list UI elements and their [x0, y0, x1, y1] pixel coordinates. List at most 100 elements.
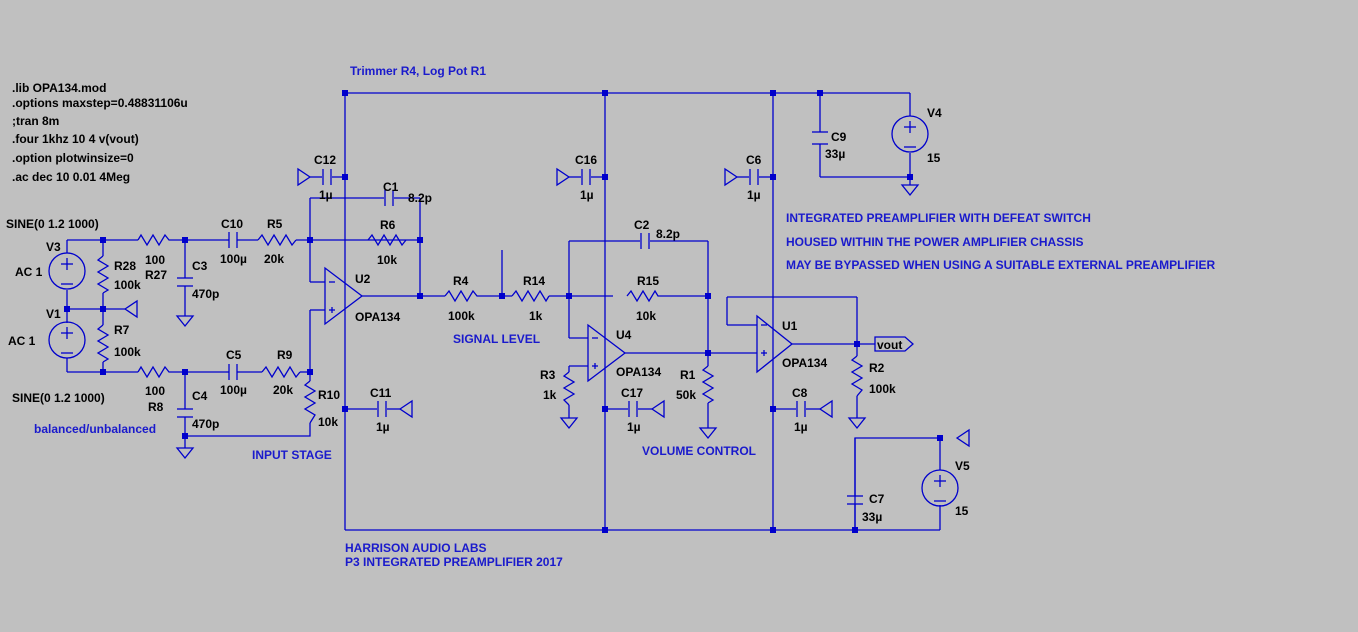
c12-symbol — [322, 169, 332, 185]
r8-value: 100 — [145, 384, 165, 398]
r4-ref: R4 — [453, 274, 469, 288]
u2-model: OPA134 — [355, 310, 400, 324]
ground-icon — [123, 299, 138, 319]
u1-ref: U1 — [782, 319, 798, 333]
c6-ref: C6 — [746, 153, 762, 167]
c10-value: 100µ — [220, 252, 247, 266]
v4-name: V4 — [927, 106, 942, 120]
u1-model: OPA134 — [782, 356, 827, 370]
source-labels: SINE(0 1.2 1000) V3 AC 1 V1 AC 1 SINE(0 … — [6, 106, 970, 518]
wires — [66, 92, 941, 531]
r27-ref: R27 — [145, 268, 167, 282]
r6-value: 10k — [377, 253, 397, 267]
balanced-label: balanced/unbalanced — [34, 422, 156, 436]
description-line-1: INTEGRATED PREAMPLIFIER WITH DEFEAT SWIT… — [786, 211, 1091, 225]
ground-icon — [818, 399, 833, 419]
r28-value: 100k — [114, 278, 141, 292]
r7-value: 100k — [114, 345, 141, 359]
credit-line-1: HARRISON AUDIO LABS — [345, 541, 487, 555]
r9-symbol — [261, 365, 301, 379]
c5-symbol — [226, 364, 240, 380]
r2-ref: R2 — [869, 361, 885, 375]
v4-source — [891, 115, 929, 153]
c11-value: 1µ — [376, 420, 390, 434]
resistor-symbols — [96, 233, 864, 424]
c17-symbol — [628, 401, 638, 417]
directive-line: ;tran 8m — [12, 114, 59, 128]
r9-ref: R9 — [277, 348, 293, 362]
r1-symbol — [701, 365, 715, 404]
credit-line-2: P3 INTEGRATED PREAMPLIFIER 2017 — [345, 555, 563, 569]
r14-symbol — [511, 289, 550, 303]
vout-label: vout — [877, 338, 902, 352]
ground-symbols — [123, 167, 970, 460]
ground-icon — [297, 167, 312, 187]
c10-ref: C10 — [221, 217, 243, 231]
r27-symbol — [137, 233, 172, 247]
c8-symbol — [796, 401, 806, 417]
c11-symbol — [377, 401, 387, 417]
c16-ref: C16 — [575, 153, 597, 167]
u1-opamp — [756, 314, 794, 374]
r3-symbol — [562, 371, 576, 406]
v1-source — [48, 321, 86, 359]
ground-icon — [175, 447, 195, 460]
c4-ref: C4 — [192, 389, 208, 403]
c3-value: 470p — [192, 287, 219, 301]
c5-value: 100µ — [220, 383, 247, 397]
r8-ref: R8 — [148, 400, 164, 414]
spice-directives: .lib OPA134.mod .options maxstep=0.48831… — [12, 81, 188, 184]
c4-value: 470p — [192, 417, 219, 431]
c3-ref: C3 — [192, 259, 208, 273]
c17-ref: C17 — [621, 386, 643, 400]
r5-ref: R5 — [267, 217, 283, 231]
r7-symbol — [96, 324, 110, 363]
ground-icon — [698, 427, 718, 440]
c17-value: 1µ — [627, 420, 641, 434]
r1-ref: R1 — [680, 368, 696, 382]
r3-ref: R3 — [540, 368, 556, 382]
trimmer-note: Trimmer R4, Log Pot R1 — [350, 64, 486, 78]
c1-ref: C1 — [383, 180, 399, 194]
c2-symbol — [640, 233, 650, 249]
volume-control-label: VOLUME CONTROL — [642, 444, 756, 458]
junction-dots — [64, 90, 943, 533]
c16-value: 1µ — [580, 188, 594, 202]
c7-ref: C7 — [869, 492, 885, 506]
opamp-symbols — [324, 266, 794, 383]
v4-value: 15 — [927, 151, 941, 165]
c4-symbol — [177, 408, 193, 418]
ground-icon — [955, 428, 970, 448]
c9-symbol — [812, 131, 828, 145]
directive-line: .ac dec 10 0.01 4Meg — [12, 170, 130, 184]
ground-icon — [556, 167, 571, 187]
c1-symbol — [384, 190, 394, 206]
r5-value: 20k — [264, 252, 284, 266]
r2-value: 100k — [869, 382, 896, 396]
u2-opamp — [324, 266, 364, 326]
c11-ref: C11 — [370, 386, 392, 400]
ground-icon — [398, 399, 413, 419]
directive-line: .lib OPA134.mod — [12, 81, 106, 95]
r10-symbol — [303, 380, 317, 424]
c9-ref: C9 — [831, 130, 847, 144]
capacitor-symbols — [177, 131, 863, 530]
component-labels: R28 100k 100 R27 R7 100k 100 R8 C3 470p … — [114, 130, 896, 524]
v3-ac: AC 1 — [15, 265, 43, 279]
v5-name: V5 — [955, 459, 970, 473]
c5-ref: C5 — [226, 348, 242, 362]
v3-spec: SINE(0 1.2 1000) — [6, 217, 99, 231]
r7-ref: R7 — [114, 323, 130, 337]
c16-symbol — [581, 169, 591, 185]
v1-spec: SINE(0 1.2 1000) — [12, 391, 105, 405]
r28-symbol — [96, 255, 110, 294]
c9-value: 33µ — [825, 147, 845, 161]
c3-symbol — [177, 277, 193, 287]
c6-symbol — [749, 169, 759, 185]
r14-value: 1k — [529, 309, 543, 323]
c12-value: 1µ — [319, 188, 333, 202]
r4-value: 100k — [448, 309, 475, 323]
r27-value: 100 — [145, 253, 165, 267]
ground-icon — [650, 399, 665, 419]
